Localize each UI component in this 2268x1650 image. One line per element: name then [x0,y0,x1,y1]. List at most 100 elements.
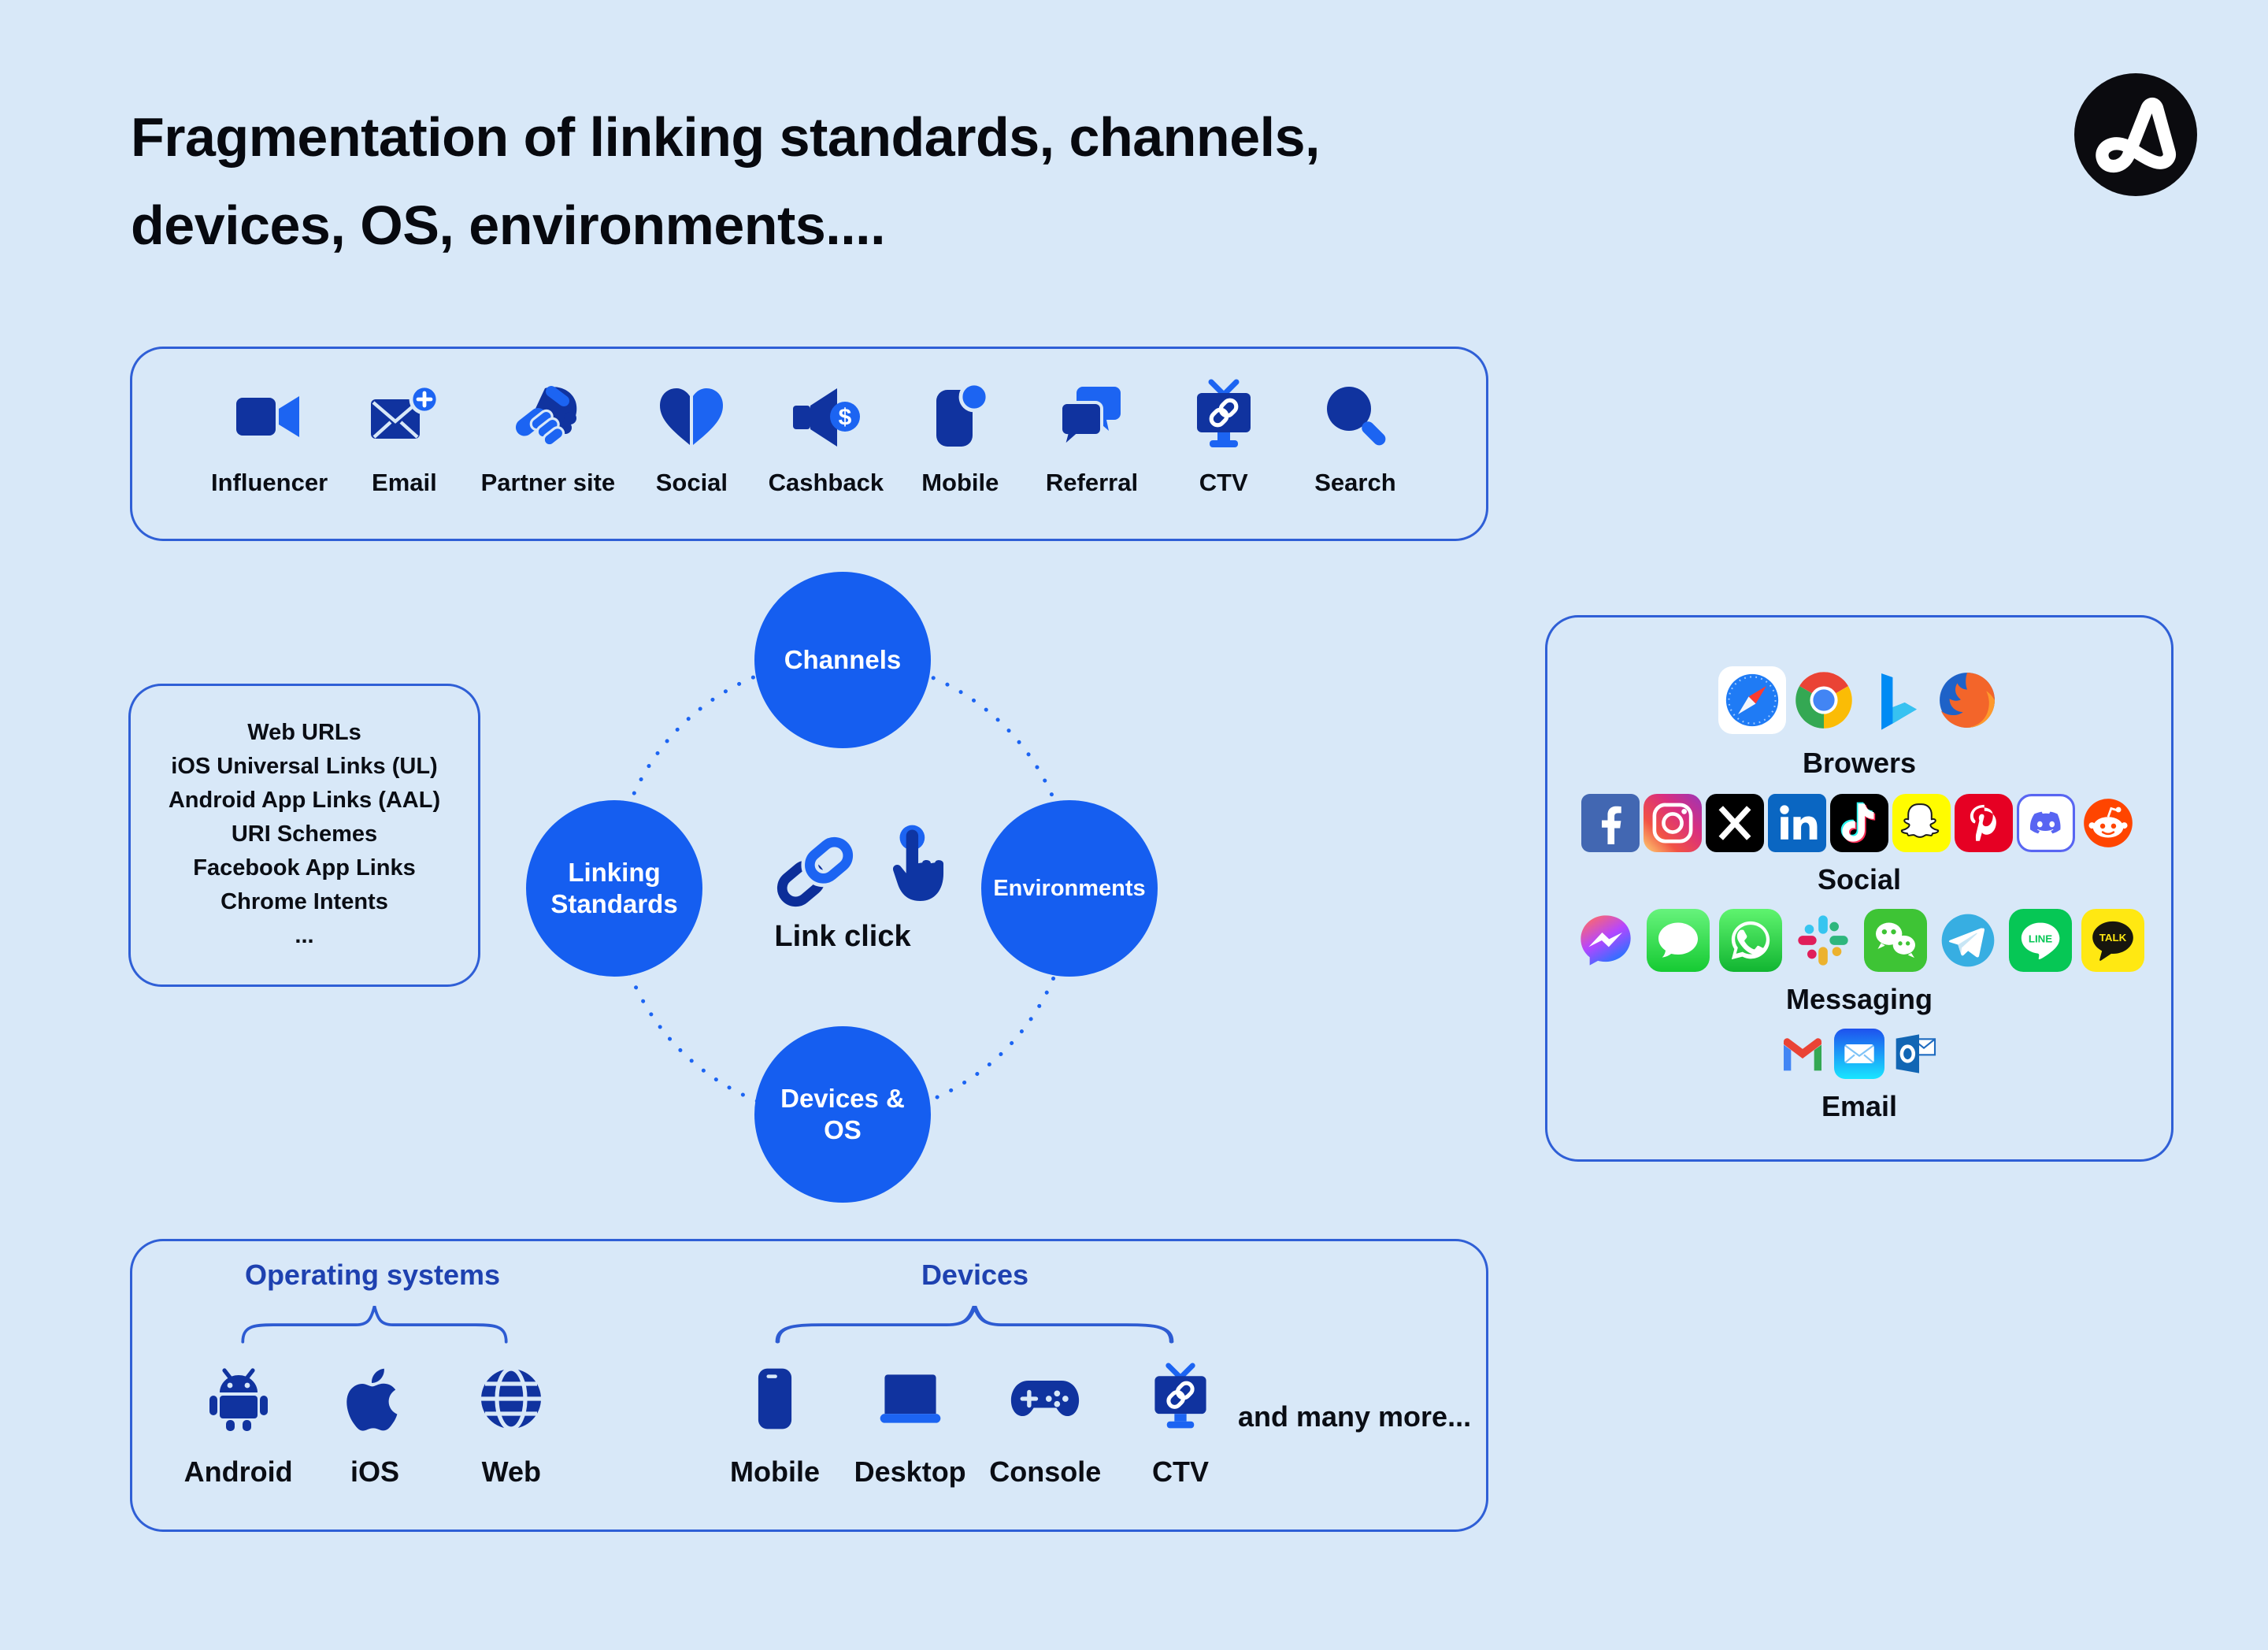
os-label: Web [481,1455,541,1488]
link-chain-icon [776,833,857,907]
device-label: Console [989,1455,1102,1488]
standards-list: Web URLs iOS Universal Links (UL) Androi… [131,686,478,953]
svg-text:$: $ [839,404,852,430]
os-web: Web [443,1359,580,1489]
envelope-plus-icon [366,377,442,456]
channel-referral: Referral [1037,377,1147,497]
standards-line: Web URLs [247,720,361,745]
channel-search: Search [1300,377,1410,497]
safari-icon [1718,666,1786,734]
gamepad-icon [1009,1359,1081,1438]
channel-label: Partner site [480,469,616,496]
discord-icon [2017,794,2075,852]
laptop-icon [874,1359,947,1438]
channel-influencer: Influencer [211,377,328,497]
platforms-box: Operating systems A [130,1239,1488,1532]
os-group-title: Operating systems [244,1259,501,1291]
firefox-icon [1939,673,1995,728]
channel-email: Email [349,377,459,497]
facebook-icon [1581,794,1640,852]
page-title: Fragmentation of linking standards, chan… [131,106,1320,256]
channel-label: Search [1314,469,1396,496]
environments-box: Browers [1545,615,2174,1162]
node-channels: Channels [754,572,931,748]
node-linking-standards: Linking Standards [526,800,702,977]
devices-brace [775,1306,1174,1344]
email-row [1777,1029,1941,1079]
kakaotalk-icon: TALK [2081,909,2144,972]
android-robot-icon [201,1359,276,1438]
standards-line: iOS Universal Links (UL) [171,754,438,779]
gmail-icon [1784,1038,1821,1071]
messaging-label: Messaging [1785,983,1933,1015]
channel-partner-site: Partner site [480,377,616,497]
pinterest-icon [1955,794,2013,852]
browsers-row [1718,666,2001,734]
channel-ctv: CTV [1169,377,1279,497]
social-label: Social [1817,863,1902,895]
channel-social: Social [636,377,747,497]
os-brace [241,1306,508,1344]
device-ctv: CTV [1114,1359,1247,1489]
imessage-icon [1647,909,1710,972]
outlook-icon [1896,1034,1936,1073]
device-desktop: Desktop [843,1359,977,1489]
devices-items: Mobile Desktop [708,1359,1247,1489]
device-label: Mobile [730,1455,820,1488]
svg-text:TALK: TALK [2099,932,2127,944]
messenger-icon [1581,915,1631,966]
instagram-icon [1644,794,1702,852]
chrome-icon [1795,672,1852,729]
standards-line: Facebook App Links [193,855,416,881]
appsflyer-logo-icon [2074,73,2197,196]
node-devices-os: Devices & OS [754,1026,931,1203]
pointer-hand-icon [892,825,944,901]
many-more-label: and many more... [1238,1400,1472,1433]
os-android: Android [170,1359,306,1489]
x-icon [1706,794,1764,852]
device-mobile: Mobile [708,1359,842,1489]
telegram-icon [1941,914,1995,967]
bing-icon [1881,673,1917,730]
apple-mail-icon [1834,1029,1884,1079]
handshake-icon [510,377,586,456]
os-ios: iOS [306,1359,443,1489]
smartphone-icon [739,1359,811,1438]
device-label: CTV [1151,1455,1209,1488]
globe-icon [473,1359,549,1438]
standards-line: ... [295,923,314,948]
smartphone-notification-icon [922,377,998,456]
standards-line: URI Schemes [231,821,378,847]
device-console: Console [978,1359,1112,1489]
wechat-icon [1864,909,1927,972]
video-camera-icon [232,377,307,456]
os-label: iOS [350,1455,399,1488]
svg-text:LINE: LINE [2029,933,2052,945]
channel-label: Social [655,469,728,496]
devices-group-title: Devices [921,1259,1029,1291]
linking-standards-box: Web URLs iOS Universal Links (UL) Androi… [128,684,480,987]
slack-icon [1798,915,1848,966]
channel-label: Mobile [921,469,999,496]
email-label: Email [1821,1090,1898,1122]
magnifier-icon [1317,377,1393,456]
heart-icon [654,377,729,456]
tiktok-icon [1830,794,1888,852]
tv-link-icon [1186,377,1262,456]
snapchat-icon [1892,794,1951,852]
social-row [1581,794,2137,852]
channel-label: CTV [1199,469,1248,496]
browsers-label: Browers [1802,747,1917,779]
messaging-row: LINE TALK [1574,909,2144,972]
channel-mobile: Mobile [905,377,1015,497]
megaphone-dollar-icon: $ [788,377,864,456]
os-label: Android [183,1455,293,1488]
channel-label: Influencer [211,469,328,496]
apple-logo-icon [337,1359,413,1438]
link-click-label: Link click [774,920,911,953]
chat-bubbles-icon [1054,377,1130,456]
reddit-icon [2084,799,2133,847]
channels-box: Influencer Email [130,347,1488,541]
channel-label: Email [372,469,437,496]
